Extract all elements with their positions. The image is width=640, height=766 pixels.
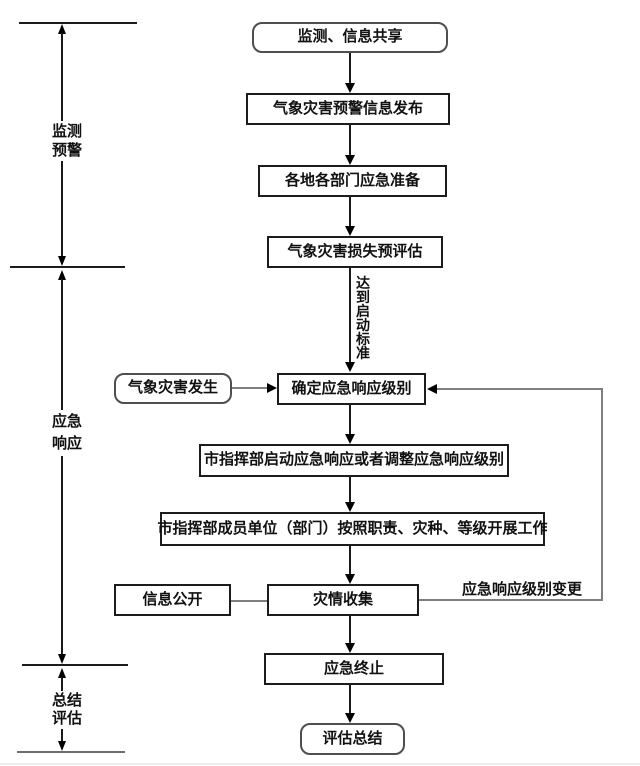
arrowhead-icon (427, 384, 437, 394)
bracket-divider-1 (10, 266, 125, 268)
node-warning-release: 气象灾害预警信息发布 (246, 93, 450, 125)
arrowhead-icon (345, 362, 355, 372)
feedback-loop-bottom (419, 599, 603, 601)
flow-arrow (349, 405, 351, 435)
node-monitor-share: 监测、信息共享 (252, 22, 448, 53)
node-disaster-collect: 灾情收集 (267, 584, 419, 616)
flow-arrow (349, 616, 351, 644)
bracket-arrowhead-icon (58, 741, 66, 751)
flow-arrow (349, 546, 351, 575)
phase-label-response: 应急 响应 (45, 410, 89, 456)
connector-collect-to-public (231, 600, 267, 602)
flow-arrow (349, 685, 351, 714)
flow-arrow (349, 477, 351, 503)
arrowhead-icon (345, 502, 355, 512)
edge-label-trigger-standard: 达到启动标准 (356, 275, 370, 361)
node-disaster-occur: 气象灾害发生 (114, 373, 232, 404)
bracket-divider-2 (22, 664, 128, 666)
edge-label-level-change: 应急响应级别变更 (462, 581, 583, 598)
phase-label-monitoring: 监测 预警 (45, 121, 89, 161)
node-determine-level: 确定应急响应级别 (277, 373, 426, 405)
bracket-arrowhead-icon (58, 654, 66, 664)
arrowhead-icon (345, 226, 355, 236)
flow-arrow (349, 197, 351, 227)
arrowhead-icon (345, 713, 355, 723)
bracket-arrowhead-icon (58, 668, 66, 678)
arrowhead-icon (345, 434, 355, 444)
arrowhead-icon (345, 155, 355, 165)
node-terminate: 应急终止 (264, 653, 444, 685)
page-bottom-edge (0, 763, 640, 765)
bracket-bottom-line (17, 751, 125, 753)
bracket-top-line (19, 22, 137, 24)
phase-label-summary: 总结 评估 (45, 691, 89, 729)
flow-arrow (349, 125, 351, 156)
arrowhead-icon (345, 643, 355, 653)
bracket-arrowhead-icon (58, 256, 66, 266)
arrowhead-icon (345, 83, 355, 93)
arrowhead-icon (267, 383, 277, 393)
node-start-adjust: 市指挥部启动应急响应或者调整应急响应级别 (199, 444, 509, 477)
node-members-work: 市指挥部成员单位（部门）按照职责、灾种、等级开展工作 (158, 512, 548, 546)
flow-arrow (349, 268, 351, 363)
bracket-arrowhead-icon (58, 270, 66, 280)
node-evaluate-summary: 评估总结 (300, 723, 405, 755)
node-dept-prepare: 各地各部门应急准备 (258, 165, 447, 197)
arrowhead-icon (345, 574, 355, 584)
feedback-loop-right (601, 388, 603, 601)
flow-arrow (349, 53, 351, 84)
feedback-loop-top (436, 388, 603, 390)
bracket-arrowhead-icon (58, 24, 66, 34)
connector-occur-to-determine (232, 387, 268, 389)
bracket-arrow-response (61, 279, 63, 654)
node-info-public: 信息公开 (114, 584, 231, 616)
node-loss-preassess: 气象灾害损失预评估 (267, 236, 443, 268)
